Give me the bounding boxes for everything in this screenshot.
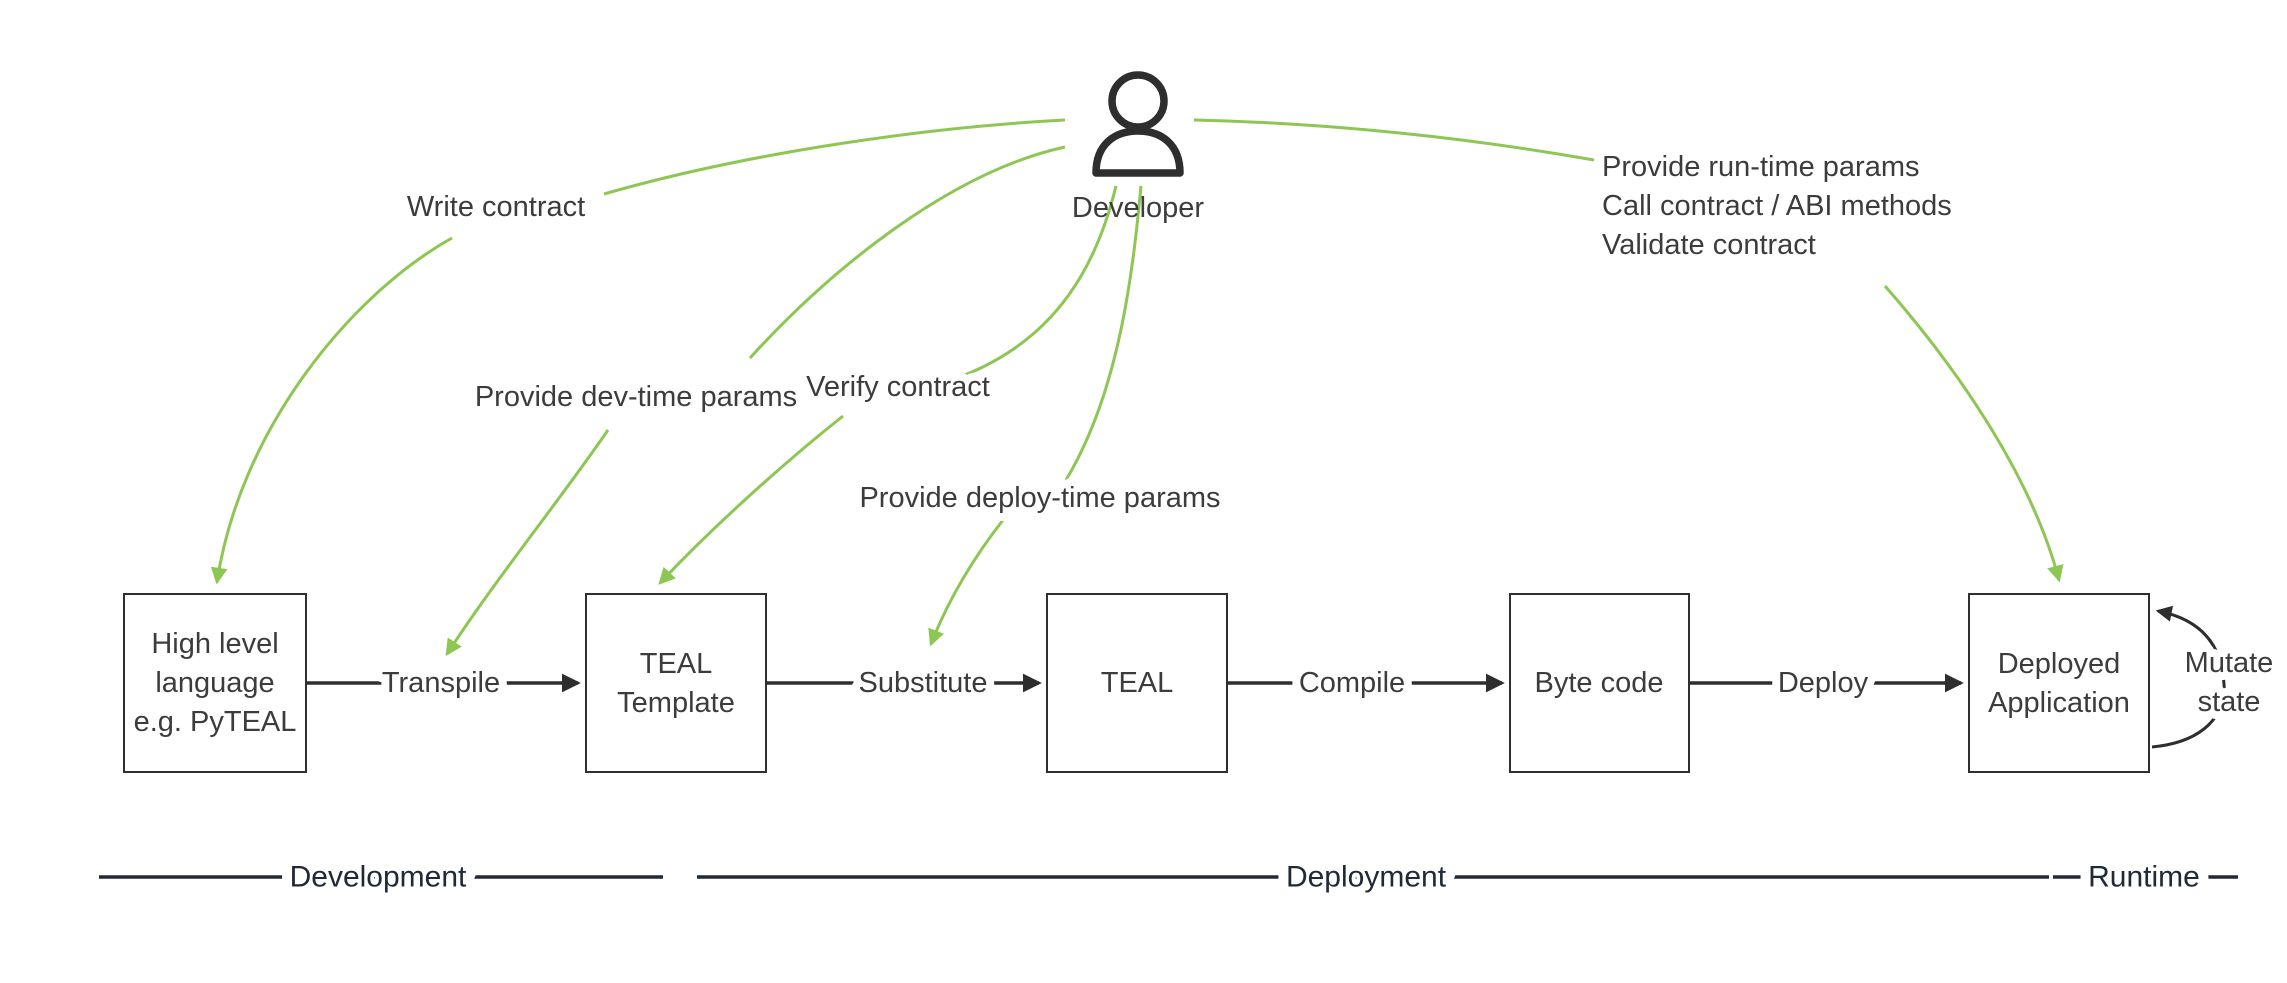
- write-contract-curve-lower: [210, 236, 453, 585]
- node-teal: TEAL: [1046, 593, 1228, 773]
- compile-label: Compile: [1299, 667, 1405, 699]
- validate-contract-label: Validate contract: [1602, 229, 1816, 261]
- node-label-line: High level: [151, 628, 278, 660]
- developer-action-curves: [210, 118, 2064, 657]
- call-contract-abi-label: Call contract / ABI methods: [1602, 190, 1952, 222]
- node-label-line: Byte code: [1535, 667, 1664, 699]
- node-deployed-application: Deployed Application: [1968, 593, 2150, 773]
- node-high-level-language: High level language e.g. PyTEAL: [123, 593, 307, 773]
- deploy-time-params-curve-lower: [928, 519, 1005, 647]
- node-box: [1046, 593, 1228, 773]
- node-box: [1509, 593, 1690, 773]
- write-contract-label: Write contract: [407, 191, 585, 223]
- dev-time-params-label: Provide dev-time params: [475, 381, 797, 413]
- verify-contract-label: Verify contract: [806, 371, 990, 403]
- mutate-state-line: state: [2198, 686, 2261, 718]
- developer-label: Developer: [1072, 192, 1205, 224]
- node-teal-template: TEAL Template: [585, 593, 767, 773]
- verify-contract-curve-lower: [658, 414, 844, 585]
- node-label-line: Template: [617, 687, 735, 719]
- verify-contract-curve-upper: [956, 185, 1118, 380]
- runtime-params-curve-lower: [1883, 285, 2064, 583]
- mutate-state-label: Mutate state: [2177, 639, 2282, 726]
- development-phase-label: Development: [290, 861, 467, 894]
- node-label-line: Deployed: [1998, 648, 2121, 680]
- deploy-label: Deploy: [1778, 667, 1869, 699]
- mutate-state-loop-arrow: [2151, 605, 2226, 749]
- node-box: [1968, 593, 2150, 773]
- dev-time-params-curve-lower: [445, 429, 610, 657]
- node-label-line: language: [155, 667, 274, 699]
- node-label-line: Application: [1988, 687, 2130, 719]
- developer-actor: Developer: [1072, 71, 1205, 224]
- deploy-time-params-curve-upper: [1064, 185, 1143, 481]
- runtime-phase-label: Runtime: [2088, 861, 2200, 894]
- node-label-line: TEAL: [640, 648, 713, 680]
- mutate-state-line: Mutate: [2185, 647, 2274, 679]
- node-label-line: TEAL: [1101, 667, 1174, 699]
- deployment-phase-label: Deployment: [1286, 861, 1447, 894]
- dev-time-params-curve-upper: [748, 145, 1066, 360]
- node-label-line: e.g. PyTEAL: [134, 706, 297, 738]
- process-nodes: High level language e.g. PyTEAL TEAL Tem…: [123, 593, 2150, 773]
- phase-rulers: Development Deployment Runtime: [99, 851, 2238, 904]
- substitute-label: Substitute: [859, 667, 988, 699]
- runtime-params-label: Provide run-time params: [1602, 151, 1920, 183]
- runtime-params-curve-upper: [1193, 118, 1595, 162]
- node-box: [123, 593, 307, 773]
- node-byte-code: Byte code: [1509, 593, 1690, 773]
- person-body-icon: [1092, 127, 1184, 177]
- transpile-label: Transpile: [382, 667, 500, 699]
- deploy-time-params-label: Provide deploy-time params: [859, 482, 1220, 514]
- node-box: [585, 593, 767, 773]
- person-head-icon: [1108, 71, 1168, 131]
- write-contract-curve-upper: [603, 118, 1066, 196]
